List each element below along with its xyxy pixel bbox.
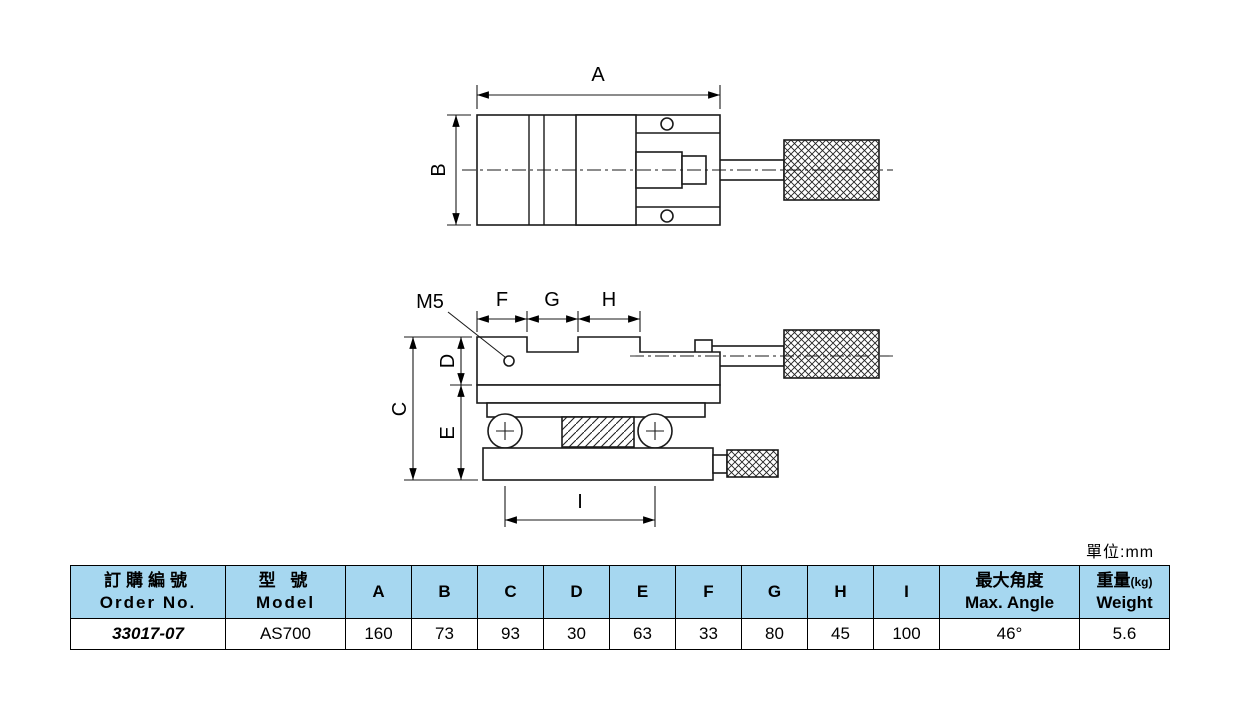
header-dim-c: C xyxy=(477,565,544,619)
dim-label-f: F xyxy=(496,289,508,311)
dim-label-e: E xyxy=(437,426,459,439)
header-dim-a: A xyxy=(345,565,412,619)
dimension-a: A xyxy=(476,64,721,109)
header-model-en: Model xyxy=(255,593,316,612)
header-order-no: 訂購編號 Order No. xyxy=(70,565,226,619)
spec-data-row: 33017-07 AS700 160 73 93 30 63 33 80 45 … xyxy=(70,618,1170,650)
cell-dim-e: 63 xyxy=(609,618,676,650)
top-hole-upper xyxy=(660,117,674,131)
dimension-cde: C D E xyxy=(389,336,478,481)
top-hole-lower xyxy=(660,209,674,223)
header-dim-f: F xyxy=(675,565,742,619)
dim-label-a: A xyxy=(591,64,605,86)
header-weight: 重量(kg) Weight xyxy=(1079,565,1170,619)
header-model: 型 號 Model xyxy=(225,565,346,619)
dimension-fgh: F G H xyxy=(476,289,641,332)
header-dim-g: G xyxy=(741,565,808,619)
header-max-angle-en: Max. Angle xyxy=(964,593,1055,612)
dim-label-b: B xyxy=(428,163,450,176)
spec-header-row: 訂購編號 Order No. 型 號 Model A B C D E F G H… xyxy=(70,565,1170,619)
header-dim-i: I xyxy=(873,565,940,619)
side-base xyxy=(482,447,714,481)
cell-dim-h: 45 xyxy=(807,618,874,650)
header-order-no-en: Order No. xyxy=(99,593,197,612)
cell-dim-c: 93 xyxy=(477,618,544,650)
cell-dim-g: 80 xyxy=(741,618,808,650)
side-view: M5 F G H C D E xyxy=(389,289,893,527)
header-dim-b: B xyxy=(411,565,478,619)
dim-label-c: C xyxy=(389,402,411,416)
cell-max-angle: 46° xyxy=(939,618,1080,650)
header-dim-e: E xyxy=(609,565,676,619)
top-view: A B xyxy=(428,64,893,226)
cell-order-no: 33017-07 xyxy=(70,618,226,650)
dim-label-g: G xyxy=(544,289,560,311)
header-max-angle-zh: 最大角度 xyxy=(975,570,1044,590)
cell-dim-d: 30 xyxy=(543,618,610,650)
header-weight-en: Weight xyxy=(1096,593,1153,612)
cell-dim-f: 33 xyxy=(675,618,742,650)
header-weight-unit: (kg) xyxy=(1130,574,1153,589)
dim-label-d: D xyxy=(437,354,459,368)
header-max-angle: 最大角度 Max. Angle xyxy=(939,565,1080,619)
m5-callout: M5 xyxy=(416,291,506,358)
side-screw-shaft xyxy=(709,345,785,367)
dimension-i: I xyxy=(504,486,656,527)
cell-dim-b: 73 xyxy=(411,618,478,650)
cell-dim-a: 160 xyxy=(345,618,412,650)
vise-technical-drawing: A B xyxy=(389,64,893,527)
header-dim-h: H xyxy=(807,565,874,619)
dim-label-i: I xyxy=(577,491,583,513)
header-weight-zh: 重量(kg) xyxy=(1096,570,1153,590)
bottom-knurled-knob xyxy=(726,449,779,478)
header-dim-d: D xyxy=(543,565,610,619)
side-knurled-handle xyxy=(783,329,880,379)
dim-label-h: H xyxy=(602,289,616,311)
cell-model: AS700 xyxy=(225,618,346,650)
spec-table: 訂購編號 Order No. 型 號 Model A B C D E F G H… xyxy=(70,565,1170,650)
m5-label: M5 xyxy=(416,291,444,313)
m5-hole xyxy=(503,355,515,367)
unit-label: 單位:mm xyxy=(1086,544,1155,561)
header-model-zh: 型 號 xyxy=(258,570,313,590)
dimension-b: B xyxy=(428,114,471,226)
cell-dim-i: 100 xyxy=(873,618,940,650)
section-hatch xyxy=(561,416,635,448)
header-order-no-zh: 訂購編號 xyxy=(104,570,192,590)
cell-weight: 5.6 xyxy=(1079,618,1170,650)
